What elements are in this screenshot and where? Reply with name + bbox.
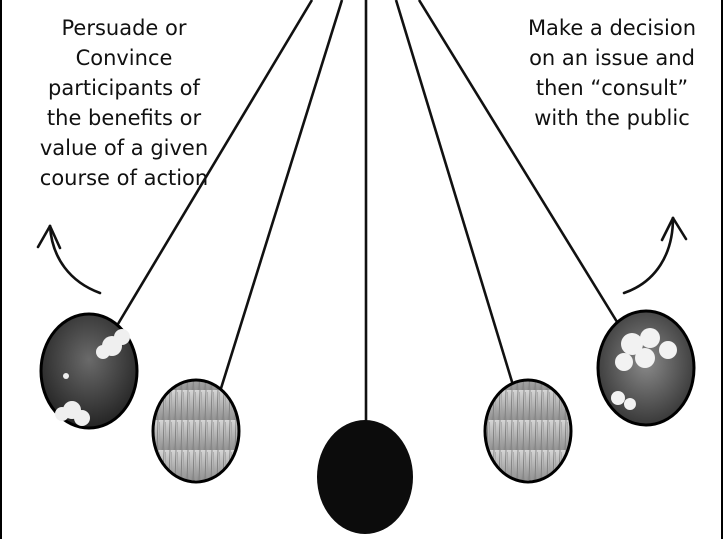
string-2 <box>216 0 344 399</box>
left-caption-line: value of a given <box>39 136 209 160</box>
left-caption-line: Convince <box>75 46 173 70</box>
string-5 <box>417 0 624 331</box>
left-caption: Persuade or Convince participants of the… <box>14 13 234 193</box>
ball-sky-right <box>596 309 696 427</box>
right-caption-line: then “consult” <box>535 76 689 100</box>
ball-grass-right <box>483 378 573 484</box>
right-caption-line: on an issue and <box>529 46 695 70</box>
curved-arrow-up-right-icon <box>622 216 688 295</box>
left-caption-line: participants of <box>48 76 200 100</box>
curved-arrow-up-left-icon <box>36 224 102 295</box>
pendulum-strings <box>110 0 624 425</box>
right-caption-line: with the public <box>534 106 690 130</box>
ball-sky-left <box>39 312 139 430</box>
string-1 <box>110 0 314 335</box>
right-caption-line: Make a decision <box>527 16 697 40</box>
ball-grass-left <box>151 378 241 484</box>
left-caption-line: Persuade or <box>61 16 187 40</box>
ball-center-solid <box>317 420 413 534</box>
left-caption-line: course of action <box>39 166 209 190</box>
right-caption: Make a decision on an issue and then “co… <box>505 13 719 133</box>
string-4 <box>394 0 518 396</box>
left-caption-line: the benefits or <box>46 106 202 130</box>
